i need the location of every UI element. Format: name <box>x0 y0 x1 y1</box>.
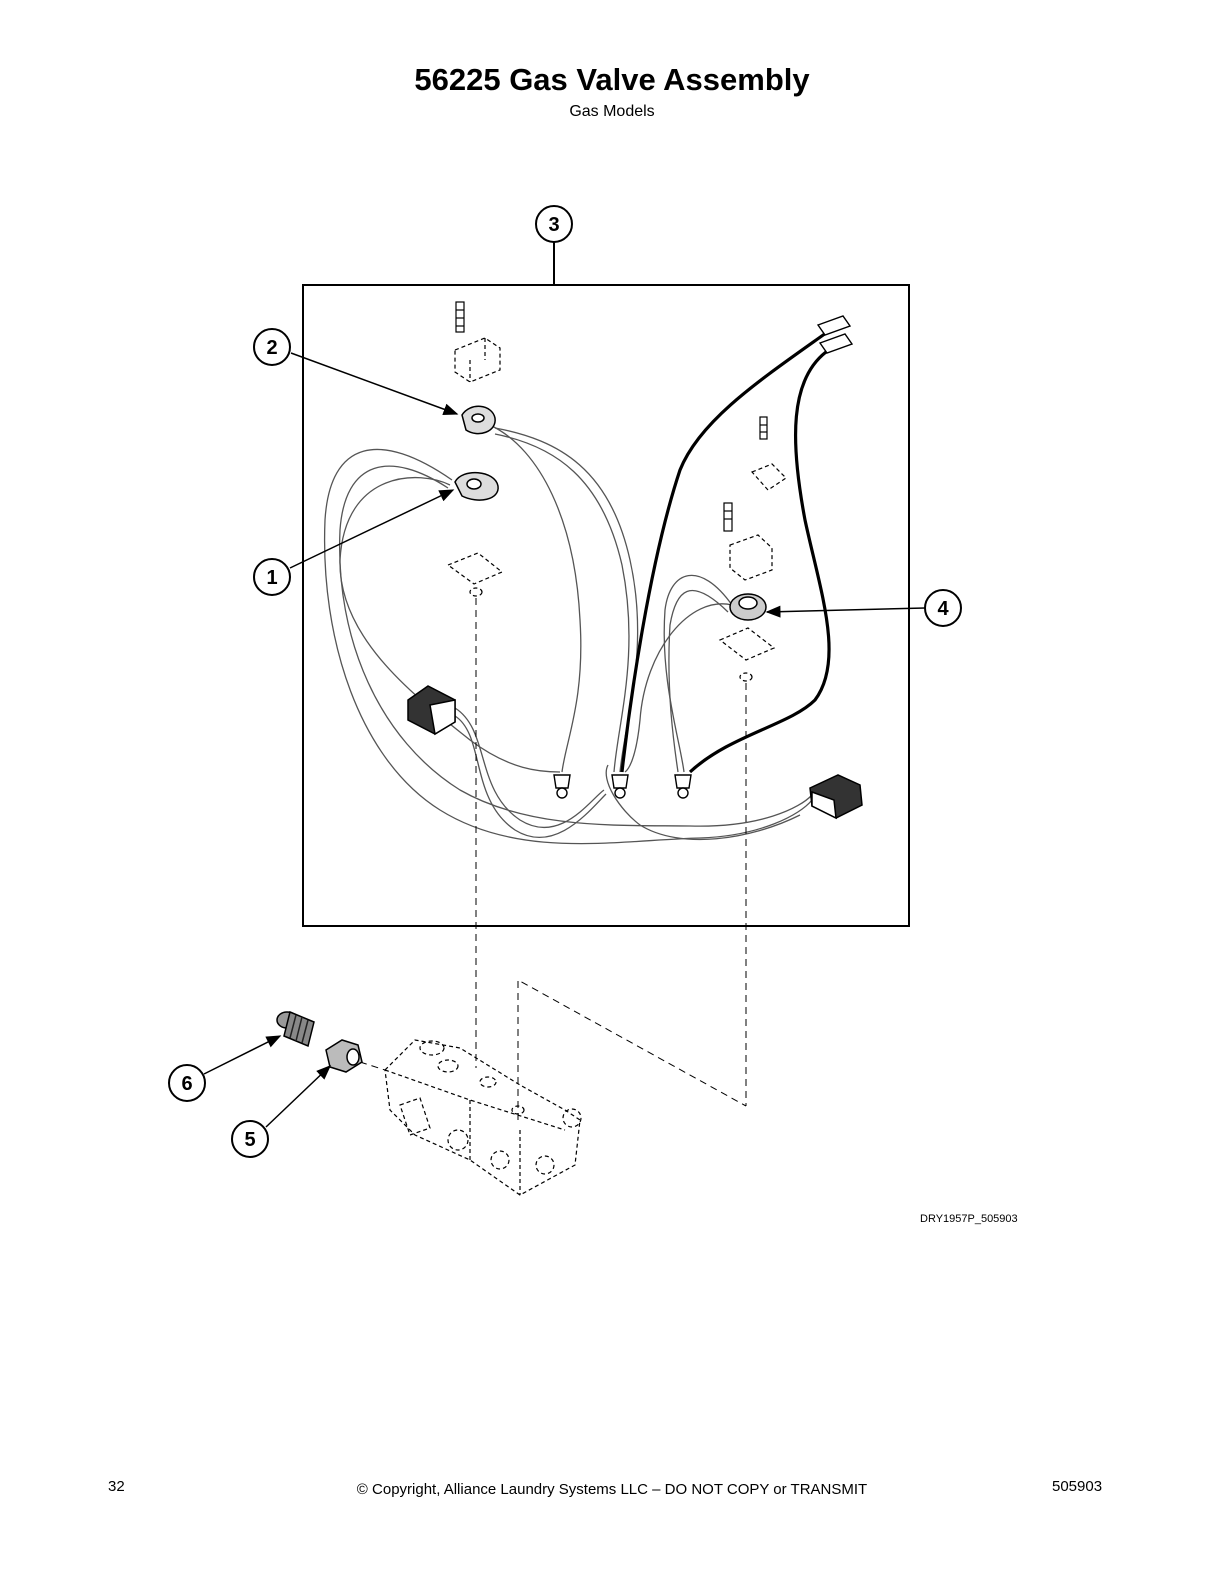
page-number: 32 <box>108 1478 125 1495</box>
thin-wires <box>323 425 813 845</box>
wire-terminals <box>553 774 692 799</box>
callout-4-label: 4 <box>937 598 949 620</box>
ring-terminal-lower <box>454 471 499 501</box>
callout-3-circle <box>535 205 573 243</box>
harness-frame <box>302 284 910 927</box>
pipe-fitting <box>276 1010 315 1048</box>
valve-coil <box>729 593 767 621</box>
callout-5-label: 5 <box>244 1129 255 1151</box>
callout-1-label: 1 <box>266 567 277 589</box>
leader-lines <box>203 352 926 1128</box>
callout-6-label: 6 <box>181 1073 192 1095</box>
ring-terminal-upper <box>461 405 496 435</box>
copyright-notice: © Copyright, Alliance Laundry Systems LL… <box>356 1481 868 1498</box>
callout-3-label: 3 <box>548 214 559 236</box>
page-subtitle: Gas Models <box>569 103 655 120</box>
page-title: 56225 Gas Valve Assembly <box>414 62 810 97</box>
document-number: 505903 <box>1052 1478 1103 1495</box>
callout-bubbles <box>168 205 962 1158</box>
callout-2-circle <box>253 328 291 366</box>
plug-connector-left <box>407 685 456 736</box>
drawing-id: DRY1957P_505903 <box>920 1213 1018 1225</box>
screws <box>455 301 768 532</box>
thick-wires <box>620 331 831 774</box>
callout-6-circle <box>168 1064 206 1102</box>
callout-4-circle <box>924 589 962 627</box>
callout-2-label: 2 <box>266 337 277 359</box>
blade-connectors <box>816 315 854 354</box>
flare-nut <box>325 1039 363 1073</box>
plug-connector-right <box>809 774 863 820</box>
callout-5-circle <box>231 1120 269 1158</box>
alignment-lines <box>359 598 747 1120</box>
dashed-brackets <box>446 337 787 682</box>
gas-valve-body <box>384 1039 582 1196</box>
callout-1-circle <box>253 558 291 596</box>
